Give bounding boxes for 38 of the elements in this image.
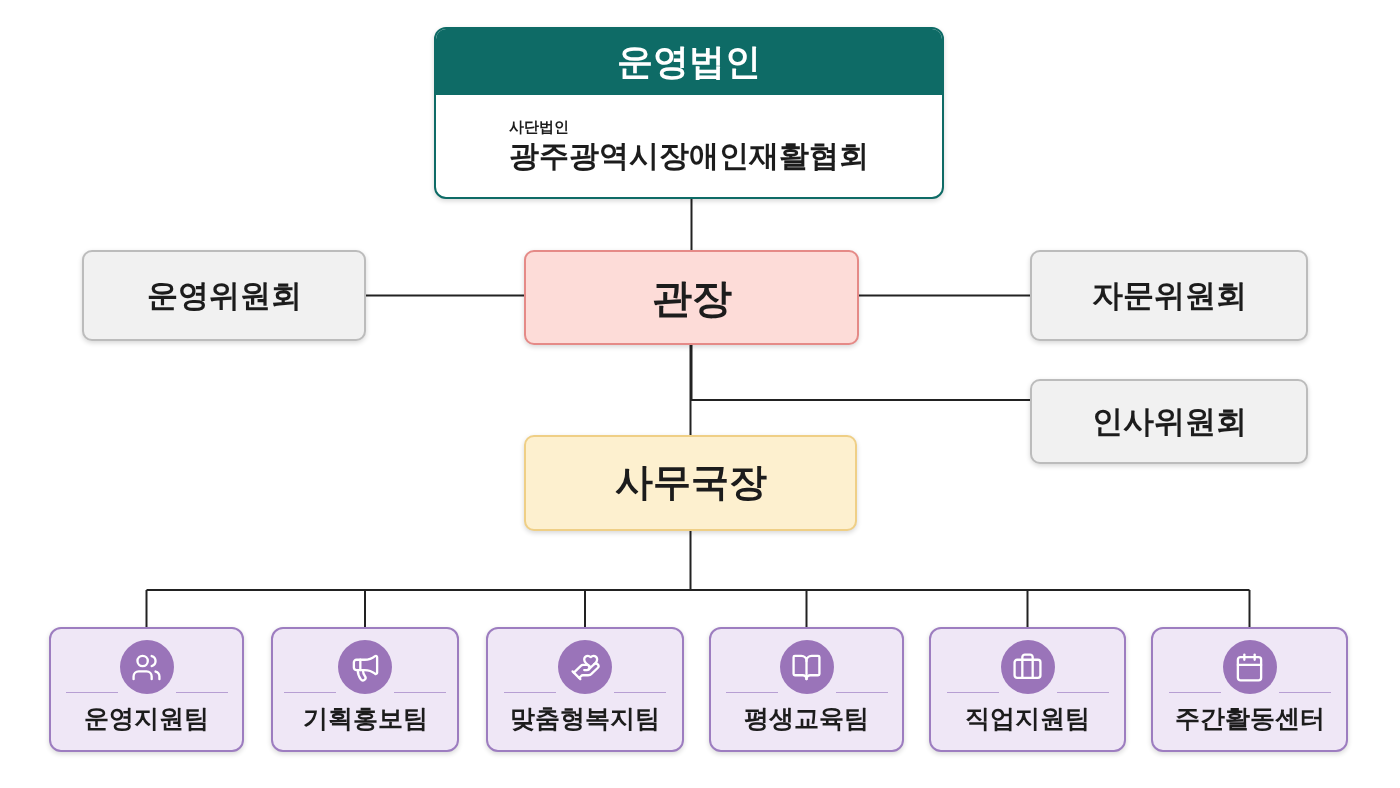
organization-card	[434, 27, 944, 199]
director-box	[524, 250, 859, 345]
node-label: 운영위원회	[146, 276, 302, 315]
team-label: 맞춤형복지팀	[510, 704, 660, 734]
team-box	[486, 627, 684, 752]
connector-line	[690, 344, 1031, 401]
team-label: 운영지원팀	[84, 704, 209, 734]
secretary-box	[524, 435, 857, 531]
team-box	[929, 627, 1126, 752]
org-name: 광주광역시장애인재활협회	[509, 138, 869, 174]
team-box	[271, 627, 459, 752]
connector-line	[365, 294, 525, 297]
committee-box	[1030, 250, 1308, 341]
team-box	[49, 627, 244, 752]
connector-line	[690, 198, 693, 251]
connector-line	[145, 589, 148, 628]
team-label: 직업지원팀	[965, 704, 1090, 734]
team-box	[709, 627, 904, 752]
org-type-label: 사단법인	[509, 118, 569, 136]
connector-line	[584, 589, 586, 628]
card-title: 운영법인	[617, 42, 761, 82]
connector-line	[1026, 589, 1029, 628]
committee-box	[1030, 379, 1308, 464]
connector-line	[858, 294, 1031, 297]
connector-line	[805, 589, 808, 628]
team-box	[1151, 627, 1348, 752]
connector-line	[145, 530, 1251, 591]
connector-line	[1248, 589, 1251, 628]
connector-line	[689, 344, 692, 436]
committee-box	[82, 250, 366, 341]
team-label: 기획홍보팀	[302, 704, 428, 734]
team-label: 평생교육팀	[744, 704, 869, 734]
team-label: 주간활동센터	[1174, 704, 1325, 734]
node-label: 인사위원회	[1091, 402, 1247, 441]
connector-line	[364, 589, 366, 628]
node-label: 관장	[651, 273, 732, 322]
node-label: 자문위원회	[1091, 276, 1247, 315]
node-label: 사무국장	[614, 460, 767, 506]
